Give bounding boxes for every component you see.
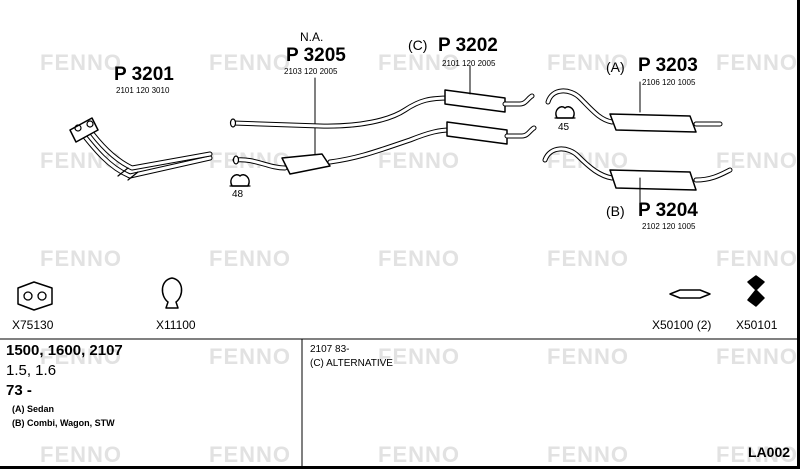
part-variant-p3203: (A)	[606, 59, 625, 75]
middle-pipe-p3202	[229, 65, 537, 145]
watermark-text: FENNO	[547, 442, 629, 467]
watermark-text: FENNO	[378, 246, 460, 271]
middle-pipe-p3205	[232, 77, 453, 175]
gasket-x75130-icon	[17, 281, 53, 311]
part-number-p3203: P 3203	[638, 55, 698, 76]
info-table-lines	[0, 338, 798, 467]
engine-text: 1.5, 1.6	[6, 362, 57, 379]
part-note-p3205: N.A.	[300, 30, 324, 44]
models-text: 1500, 1600, 2107	[6, 342, 123, 359]
watermark-text: FENNO	[40, 344, 122, 369]
note-b-text: (B) Combi, Wagon, STW	[12, 418, 115, 428]
watermark-text: FENNO	[378, 50, 460, 75]
part-number-p3204: P 3204	[638, 200, 698, 221]
watermark-text: FENNO	[209, 442, 291, 467]
year-text: 73 -	[6, 382, 32, 399]
clamp-45-label: 45	[558, 122, 570, 133]
part-code-p3205: 2103 120 2005	[284, 67, 338, 76]
part-code-p3202: 2101 120 2005	[442, 59, 496, 68]
clamp-x11100-icon	[161, 277, 183, 309]
front-pipe-p3201	[69, 117, 213, 181]
part-variant-p3202: (C)	[408, 37, 428, 53]
rear-silencer-p3204	[542, 146, 733, 203]
accessory-label-x75130: X75130	[12, 318, 54, 332]
accessory-label-x50101: X50101	[736, 318, 778, 332]
watermark-text: FENNO	[716, 442, 798, 467]
part-variant-p3204: (B)	[606, 203, 625, 219]
watermark-text: FENNO	[209, 50, 291, 75]
watermark-text: FENNO	[547, 344, 629, 369]
accessory-label-x11100: X11100	[156, 318, 196, 332]
hanger-x50100-icon	[669, 289, 711, 299]
clamp-48-label: 48	[232, 189, 244, 200]
watermark-text: FENNO	[716, 50, 798, 75]
part-code-p3203: 2106 120 1005	[642, 78, 696, 87]
part-number-p3205: P 3205	[286, 45, 346, 66]
clamp-45-icon	[554, 106, 576, 119]
hanger-x50101-icon	[747, 275, 765, 307]
info-right-line1: 2107 83-	[310, 344, 350, 355]
diagram-code: LA002	[748, 444, 791, 460]
part-number-p3202: P 3202	[438, 35, 498, 56]
watermark-text: FENNO	[40, 50, 122, 75]
watermark-text: FENNO	[378, 442, 460, 467]
accessory-label-x50100: X50100 (2)	[652, 318, 712, 332]
rear-silencer-p3203	[545, 81, 723, 133]
watermark-text: FENNO	[716, 344, 798, 369]
part-number-p3201: P 3201	[114, 64, 174, 85]
clamp-48-icon	[229, 174, 251, 187]
info-right-line2: (C) ALTERNATIVE	[310, 358, 393, 369]
watermark-text: FENNO	[40, 246, 122, 271]
note-a-text: (A) Sedan	[12, 404, 55, 414]
watermark-text: FENNO	[378, 148, 460, 173]
watermark-text: FENNO	[547, 50, 629, 75]
watermark-text: FENNO	[547, 246, 629, 271]
watermark-text: FENNO	[716, 246, 798, 271]
watermark-text: FENNO	[378, 344, 460, 369]
watermark-text: FENNO	[209, 344, 291, 369]
watermark-text: FENNO	[40, 442, 122, 467]
part-code-p3204: 2102 120 1005	[642, 222, 696, 231]
watermark-text: FENNO	[547, 148, 629, 173]
part-code-p3201: 2101 120 3010	[116, 86, 170, 95]
watermark-text: FENNO	[209, 246, 291, 271]
